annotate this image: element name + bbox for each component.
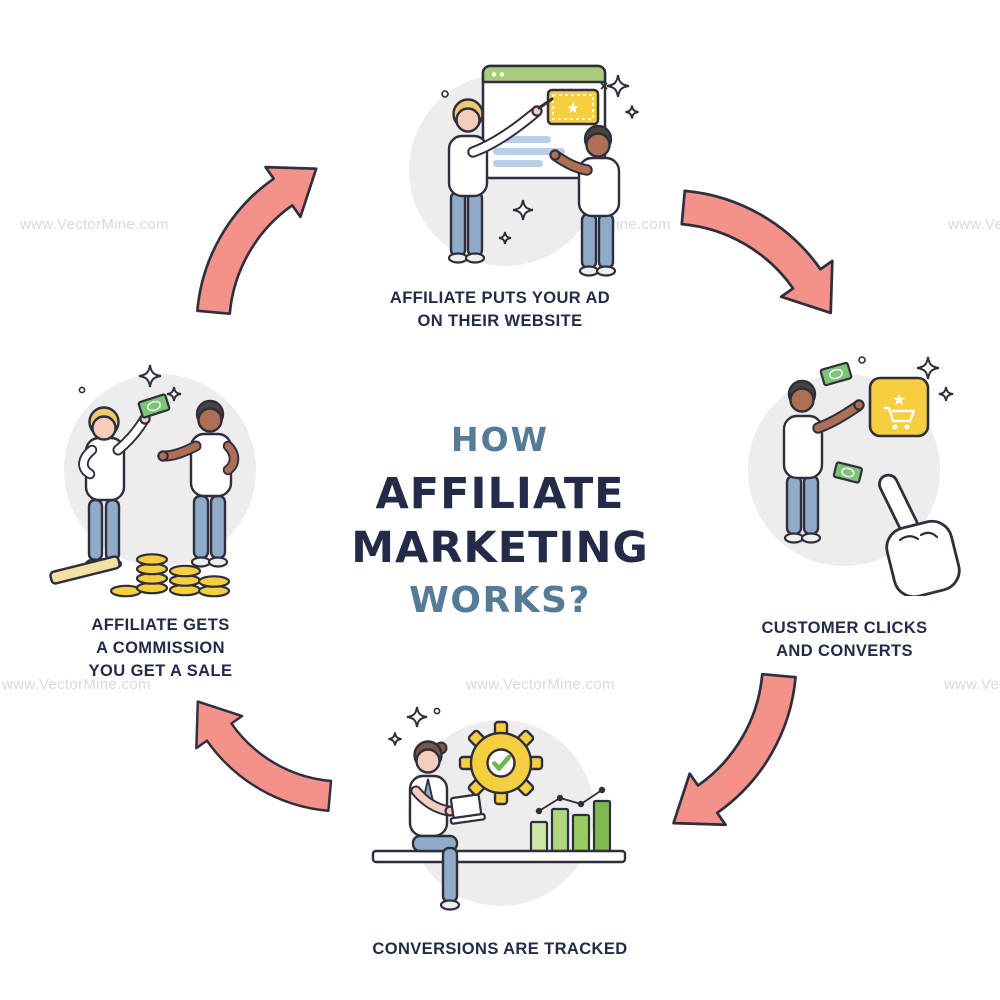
title-line-affiliate: AFFILIATE <box>375 469 625 519</box>
scene-conversions-tracked <box>353 703 643 931</box>
person-affiliate-woman <box>447 97 554 264</box>
arrow-top-to-right <box>655 163 845 326</box>
sparkle-icon <box>78 365 181 401</box>
sparkle-icon <box>858 357 953 401</box>
caption-bottom-line-1: CONVERSIONS ARE TRACKED <box>372 940 628 958</box>
person-merchant-man <box>157 399 240 568</box>
arrow-right-to-bottom <box>661 647 824 837</box>
ad-banner-star-icon: ★ <box>546 82 608 126</box>
title-line-marketing: MARKETING <box>351 523 649 574</box>
caption-right-line-2: AND CONVERTS <box>776 641 913 660</box>
title-line-works: WORKS? <box>409 580 591 622</box>
caption-top-line-1: AFFILIATE PUTS YOUR AD <box>389 289 611 307</box>
caption-left-line-2: A COMMISSION <box>96 638 225 657</box>
scene-affiliate-commission <box>42 350 280 598</box>
person-publisher-man <box>549 124 621 277</box>
money-bill-icon <box>137 393 171 419</box>
money-bill-icon <box>832 461 863 484</box>
coin-stack-icon <box>109 553 231 598</box>
svg-text:★: ★ <box>566 99 579 117</box>
page-title: HOW AFFILIATE MARKETING WORKS? <box>300 420 700 621</box>
svg-text:★: ★ <box>892 390 906 409</box>
scene-customer-clicks: ★ <box>732 348 964 596</box>
caption-left-line-1: AFFILIATE GETS <box>91 616 230 634</box>
arrow-bottom-to-left <box>185 690 355 836</box>
caption-left: AFFILIATE GETS A COMMISSION YOU GET A SA… <box>28 614 293 682</box>
watermark: www.VectorMine.com <box>466 676 615 693</box>
caption-right-line-1: CUSTOMER CLICKS <box>761 619 928 637</box>
plank <box>49 555 121 585</box>
person-customer <box>782 379 865 544</box>
scene-affiliate-puts-ad: ★ <box>355 50 645 282</box>
sparkle-icon <box>389 707 441 746</box>
gear-check-icon <box>458 720 544 806</box>
pen-icon <box>537 97 554 110</box>
caption-top-line-2: ON THEIR WEBSITE <box>417 311 583 330</box>
person-affiliate-paid-woman <box>78 406 151 570</box>
laptop-icon <box>449 793 486 825</box>
desk <box>371 849 627 864</box>
caption-bottom: CONVERSIONS ARE TRACKED <box>330 938 670 961</box>
close-icon <box>600 82 608 90</box>
watermark: www.VectorMine.com <box>2 676 151 693</box>
person-analyst <box>408 740 486 911</box>
caption-left-line-3: YOU GET A SALE <box>88 661 233 680</box>
shopping-cart-icon: ★ <box>868 376 930 438</box>
caption-right: CUSTOMER CLICKS AND CONVERTS <box>712 617 977 663</box>
money-bill-icon <box>819 361 853 387</box>
arrow-left-to-top <box>170 155 329 340</box>
caption-top: AFFILIATE PUTS YOUR AD ON THEIR WEBSITE <box>330 287 670 333</box>
watermark: www.VectorMine.com <box>20 216 169 233</box>
watermark: www.VectorMine.com <box>948 216 1000 233</box>
title-line-how: HOW <box>450 420 550 459</box>
watermark: www.VectorMine.com <box>944 676 1000 693</box>
pointer-hand-icon <box>878 473 961 596</box>
sparkle-icon <box>441 75 639 244</box>
